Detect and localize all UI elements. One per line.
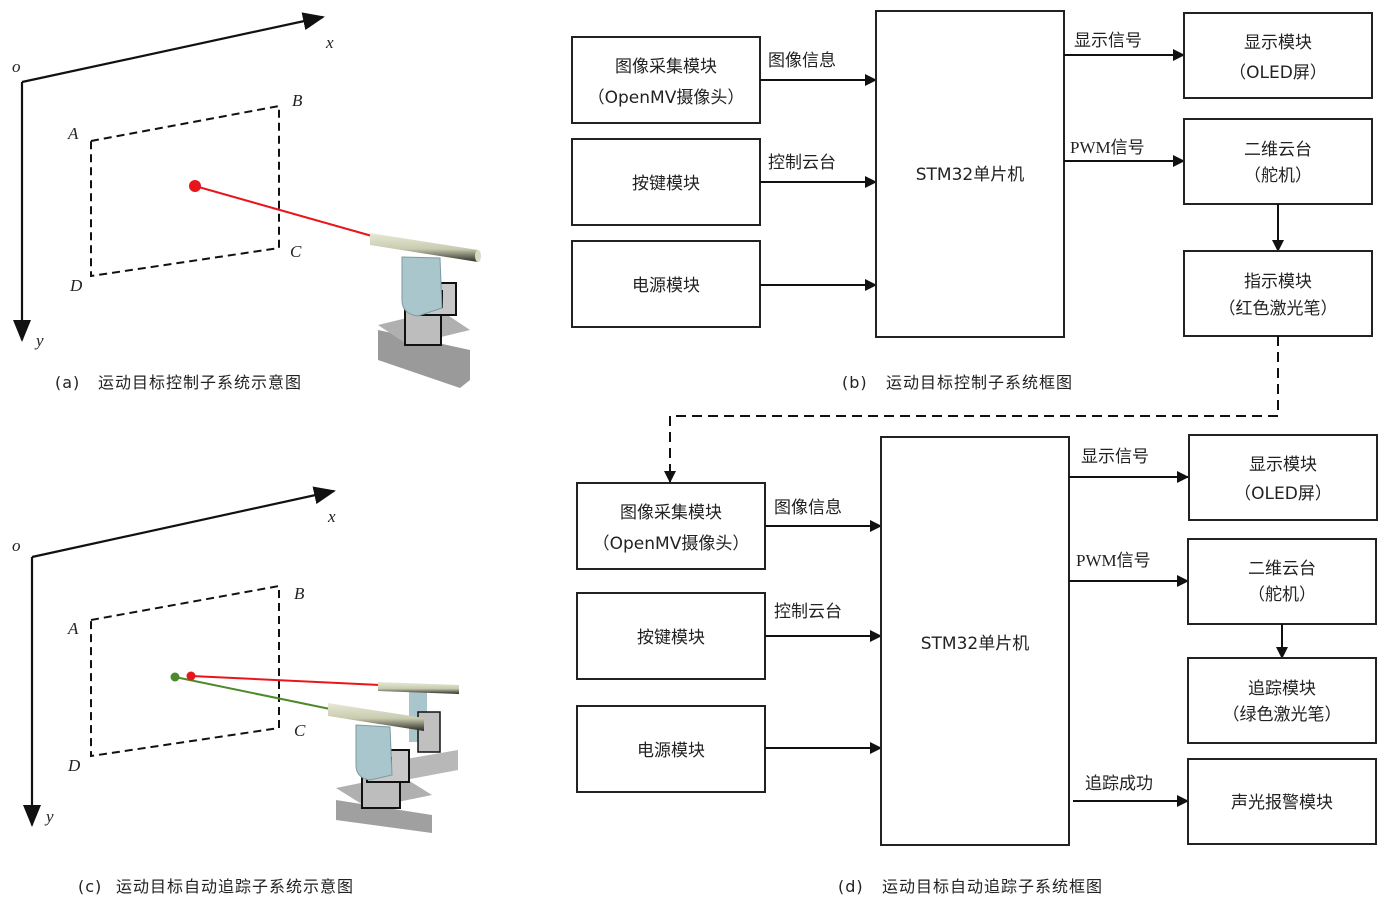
arrow-label-control-gimbal: 控制云台: [774, 602, 842, 622]
caption-d-label: (d): [838, 877, 864, 896]
corner-label-b: B: [294, 584, 305, 603]
block-label: 追踪模块: [1248, 679, 1316, 699]
dashed-connector-b-to-d: [664, 336, 1279, 483]
block-label: 图像采集模块: [620, 503, 722, 523]
dual-gimbal-illustration: [328, 682, 459, 833]
block-sublabel: （舵机）: [1248, 585, 1316, 605]
corner-label-d: D: [69, 276, 83, 295]
block-image-capture: 图像采集模块 （OpenMV摄像头）: [576, 482, 766, 570]
green-laser-beam: [174, 676, 331, 710]
block-alarm: 声光报警模块: [1187, 758, 1377, 845]
x-axis-label: x: [325, 33, 334, 52]
corner-label-a: A: [67, 619, 79, 638]
block-gimbal: 二维云台 （舵机）: [1183, 118, 1373, 205]
caption-c-label: (c): [78, 877, 102, 896]
red-laser-dot: [189, 180, 201, 192]
arrow-label-tracking-success: 追踪成功: [1085, 774, 1153, 794]
caption-d-text: 运动目标自动追踪子系统框图: [882, 877, 1103, 896]
block-stm32-mcu: STM32单片机: [880, 436, 1070, 846]
target-area-dashed-rect: [90, 584, 280, 758]
panel-c-schematic: o x y A B C D (c) 运动目标自动追踪子系统示意图: [12, 486, 459, 896]
block-image-capture: 图像采集模块 （OpenMV摄像头）: [571, 36, 761, 124]
block-power: 电源模块: [576, 705, 766, 793]
arrow-label-pwm-signal: PWM信号: [1070, 138, 1145, 157]
x-axis-label: x: [327, 507, 336, 526]
coordinate-axes: o x y: [12, 12, 334, 350]
red-laser-dot: [186, 671, 196, 681]
green-laser-dot: [170, 672, 180, 682]
arrow-label-control-gimbal: 控制云台: [768, 153, 836, 173]
red-laser-beam: [194, 185, 373, 237]
caption-b-label: (b): [842, 373, 868, 392]
block-indicator: 指示模块 （红色激光笔）: [1183, 250, 1373, 337]
corner-label-c: C: [290, 242, 302, 261]
block-display: 显示模块 （OLED屏）: [1188, 434, 1378, 521]
y-axis-label: y: [44, 807, 54, 826]
caption-b: (b) 运动目标控制子系统框图: [842, 373, 1073, 392]
y-axis-label: y: [34, 331, 44, 350]
block-label: 二维云台: [1248, 559, 1316, 579]
caption-c-text: 运动目标自动追踪子系统示意图: [116, 877, 354, 896]
servo-arm: [355, 724, 393, 781]
block-display: 显示模块 （OLED屏）: [1183, 12, 1373, 99]
red-laser-beam: [190, 675, 381, 686]
caption-a-text: 运动目标控制子系统示意图: [98, 373, 302, 392]
base-bracket: [378, 330, 470, 388]
block-gimbal: 二维云台 （舵机）: [1187, 538, 1377, 625]
arrow-label-display-signal: 显示信号: [1081, 447, 1149, 467]
corner-label-c: C: [294, 721, 306, 740]
arrow-label-pwm-signal: PWM信号: [1076, 551, 1151, 570]
x-axis: [31, 486, 336, 559]
mcu-label: STM32单片机: [916, 165, 1024, 185]
arrow-label-image-info: 图像信息: [774, 498, 842, 518]
origin-label: o: [12, 536, 21, 555]
caption-c: (c) 运动目标自动追踪子系统示意图: [78, 877, 354, 896]
block-label: 指示模块: [1244, 272, 1312, 292]
arrow-label-image-info: 图像信息: [768, 51, 836, 71]
servo-arm: [401, 256, 443, 317]
block-sublabel: （OLED屏）: [1234, 484, 1332, 504]
block-label: 按键模块: [637, 628, 705, 648]
block-stm32-mcu: STM32单片机: [875, 10, 1065, 338]
block-tracker: 追踪模块 （绿色激光笔）: [1187, 657, 1377, 744]
coordinate-axes: o x y: [12, 486, 336, 827]
block-label: 电源模块: [632, 276, 700, 296]
mcu-label: STM32单片机: [921, 634, 1029, 654]
x-axis: [21, 12, 325, 84]
corner-label-b: B: [292, 91, 303, 110]
panel-b-block-diagram: 图像采集模块 （OpenMV摄像头） 按键模块 电源模块 图像信息 控制云台 S…: [571, 10, 1373, 392]
block-sublabel: （舵机）: [1244, 166, 1312, 186]
caption-d: (d) 运动目标自动追踪子系统框图: [838, 877, 1103, 896]
gimbal-laser-illustration: [370, 233, 481, 388]
block-label: 显示模块: [1249, 455, 1317, 475]
block-sublabel: （绿色激光笔）: [1223, 705, 1342, 725]
caption-b-text: 运动目标控制子系统框图: [886, 373, 1073, 392]
arrow-label-display-signal: 显示信号: [1074, 31, 1142, 51]
panel-d-block-diagram: 图像采集模块 （OpenMV摄像头） 按键模块 电源模块 图像信息 控制云台 S…: [576, 434, 1378, 896]
block-keypad: 按键模块: [571, 138, 761, 226]
corner-label-d: D: [67, 756, 81, 775]
green-laser-pointer: [328, 703, 424, 731]
block-label: 图像采集模块: [615, 57, 717, 77]
block-label: 电源模块: [637, 741, 705, 761]
red-laser-pointer: [378, 682, 459, 694]
red-laser-pointer: [370, 233, 478, 262]
block-keypad: 按键模块: [576, 592, 766, 680]
block-label: 显示模块: [1244, 33, 1312, 53]
block-label: 声光报警模块: [1231, 793, 1333, 813]
panel-a-schematic: o x y A B C D (a) 运动目标控制子系统示意图: [12, 12, 481, 392]
corner-label-a: A: [67, 124, 79, 143]
block-sublabel: （OLED屏）: [1229, 63, 1327, 83]
block-sublabel: （OpenMV摄像头）: [593, 534, 750, 554]
target-area-dashed-rect: [90, 104, 280, 278]
base-bracket: [336, 800, 432, 833]
block-sublabel: （OpenMV摄像头）: [588, 88, 745, 108]
block-label: 按键模块: [632, 174, 700, 194]
block-sublabel: （红色激光笔）: [1219, 299, 1338, 319]
origin-label: o: [12, 57, 21, 76]
caption-a-label: (a): [55, 373, 80, 392]
caption-a: (a) 运动目标控制子系统示意图: [55, 373, 302, 392]
block-power: 电源模块: [571, 240, 761, 328]
block-label: 二维云台: [1244, 140, 1312, 160]
